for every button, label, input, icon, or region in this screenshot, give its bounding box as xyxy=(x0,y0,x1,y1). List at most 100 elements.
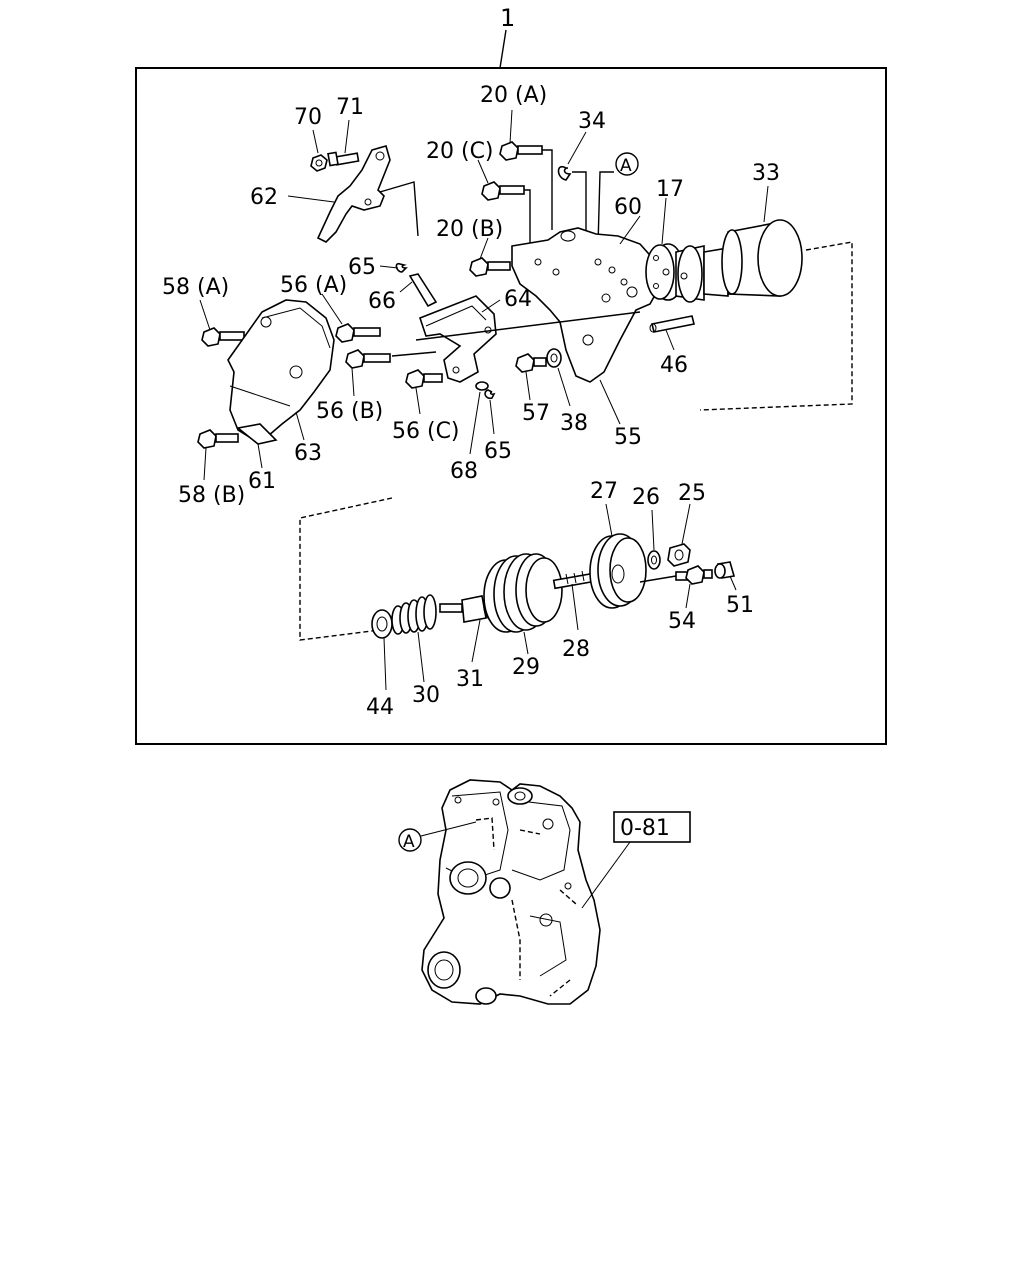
callout-70: 70 xyxy=(294,105,322,130)
leader-56a xyxy=(321,293,343,325)
callout-68: 68 xyxy=(450,459,478,484)
part-34-clip xyxy=(557,165,572,181)
part-26-washer xyxy=(647,550,661,570)
callout-20b: 20 (B) xyxy=(436,217,503,242)
part-54-bolt xyxy=(675,565,713,585)
leader-56c xyxy=(415,387,421,415)
part-20c-bolt xyxy=(481,181,525,201)
part-68-washer xyxy=(475,381,489,391)
leader-34 xyxy=(567,131,587,165)
leader-65-lower xyxy=(489,399,495,435)
guide-line-62 xyxy=(379,181,419,237)
part-66-pin xyxy=(408,273,438,308)
part-71-bolt xyxy=(327,151,360,167)
leader-20c xyxy=(477,159,489,184)
callout-25: 25 xyxy=(678,481,706,506)
leader-64 xyxy=(481,299,501,313)
part-56a-bolt xyxy=(335,323,381,343)
leader-66 xyxy=(399,281,413,293)
part-27-disc xyxy=(589,533,647,609)
leader-71 xyxy=(344,119,350,154)
leader-56b xyxy=(351,367,355,397)
callout-58b: 58 (B) xyxy=(178,483,245,508)
reference-marker-top xyxy=(615,152,639,176)
callout-65-upper: 65 xyxy=(348,255,376,280)
part-64-bracket xyxy=(419,295,497,383)
leader-28 xyxy=(571,583,579,631)
callout-64: 64 xyxy=(504,287,532,312)
part-20a-bolt xyxy=(499,141,543,161)
leader-51 xyxy=(729,575,737,591)
callout-55: 55 xyxy=(614,425,642,450)
reference-box-label: 0-81 xyxy=(620,816,670,841)
guide-line-20c xyxy=(524,189,531,256)
guide-line-54 xyxy=(639,575,677,583)
leader-63 xyxy=(295,411,305,441)
part-58b-bolt xyxy=(197,429,239,449)
guide-line-56b xyxy=(391,351,437,357)
callout-63: 63 xyxy=(294,441,322,466)
callout-31: 31 xyxy=(456,667,484,692)
callout-46: 46 xyxy=(660,353,688,378)
callout-57: 57 xyxy=(522,401,550,426)
callout-27: 27 xyxy=(590,479,618,504)
assembly-number-label: 1 xyxy=(500,4,515,32)
leader-reference-box xyxy=(581,841,631,909)
leader-30 xyxy=(417,631,425,683)
reference-marker-top-letter: A xyxy=(620,156,632,176)
callout-20c: 20 (C) xyxy=(426,139,494,164)
assembly-frame xyxy=(135,67,887,745)
part-46-pin xyxy=(651,315,695,333)
callout-54: 54 xyxy=(668,609,696,634)
part-65-clip-upper xyxy=(395,262,408,273)
guide-line-64 xyxy=(415,311,641,341)
part-63-cover xyxy=(227,299,335,441)
reference-marker-bottom-letter: A xyxy=(403,832,415,852)
callout-71: 71 xyxy=(336,95,364,120)
reference-box[interactable] xyxy=(613,811,691,843)
callout-56a: 56 (A) xyxy=(280,273,347,298)
leader-65-upper xyxy=(379,265,399,269)
part-33-solenoid xyxy=(675,219,803,303)
part-62-lever-bracket xyxy=(316,145,391,243)
callout-58a: 58 (A) xyxy=(162,275,229,300)
part-38-washer xyxy=(546,348,562,368)
callout-30: 30 xyxy=(412,683,440,708)
leader-20a xyxy=(509,109,513,144)
leader-33 xyxy=(763,185,769,223)
guide-line-33 xyxy=(699,241,853,411)
part-58a-bolt xyxy=(201,327,245,347)
guide-line-a xyxy=(597,171,614,247)
leader-58a xyxy=(199,299,211,331)
leader-57 xyxy=(525,371,531,401)
part-56b-bolt xyxy=(345,349,391,369)
callout-33: 33 xyxy=(752,161,780,186)
leader-25 xyxy=(681,503,691,545)
callout-17: 17 xyxy=(656,177,684,202)
callout-51: 51 xyxy=(726,593,754,618)
part-65-clip-lower xyxy=(484,389,496,400)
guide-line-20a xyxy=(542,149,553,230)
callout-60: 60 xyxy=(614,195,642,220)
leader-58b xyxy=(203,447,207,481)
part-61-gasket xyxy=(236,423,278,445)
leader-44 xyxy=(383,637,387,691)
callout-26: 26 xyxy=(632,485,660,510)
callout-28: 28 xyxy=(562,637,590,662)
part-25-nut xyxy=(667,543,691,567)
assembly-leader-line xyxy=(499,29,507,69)
leader-38 xyxy=(557,367,571,407)
part-60-main-plate xyxy=(511,227,661,383)
callout-65-lower: 65 xyxy=(484,439,512,464)
part-51-cap xyxy=(714,561,736,579)
callout-34: 34 xyxy=(578,109,606,134)
leader-17 xyxy=(661,197,667,245)
leader-marker-bottom xyxy=(420,821,477,837)
callout-61: 61 xyxy=(248,469,276,494)
guide-line-lower xyxy=(299,497,393,641)
part-30-spring xyxy=(391,594,437,635)
callout-20a: 20 (A) xyxy=(480,83,547,108)
leader-27 xyxy=(605,503,613,537)
